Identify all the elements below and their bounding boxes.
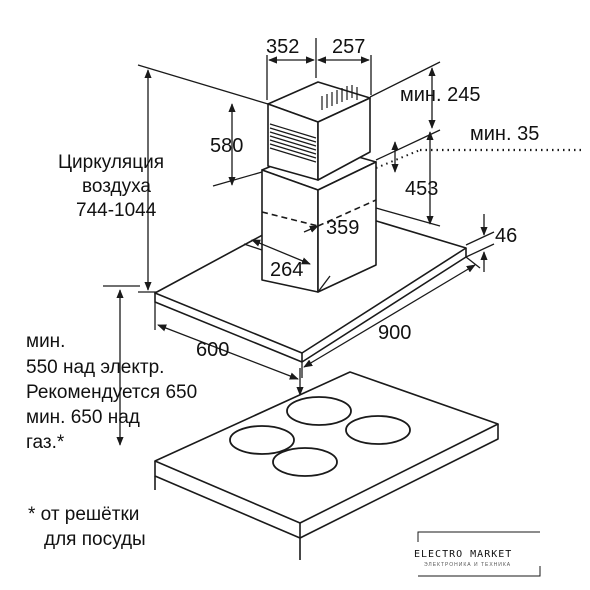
clearance-line-2: 550 над электр. <box>26 357 164 378</box>
dimension-580 <box>212 103 263 187</box>
dim-min35-label: мин. 35 <box>470 123 539 145</box>
footnote-line-2: для посуды <box>44 529 146 550</box>
vent-grille-right <box>321 85 358 110</box>
footnote: * от решётки для посуды <box>28 504 146 550</box>
dim-352-label: 352 <box>266 36 299 58</box>
dimension-900 <box>301 256 481 378</box>
burners <box>229 396 411 477</box>
dim-900-label: 900 <box>378 322 411 344</box>
circulation-line-1: Циркуляция <box>58 152 164 173</box>
dimension-46 <box>465 214 495 272</box>
dimension-257 <box>317 55 372 95</box>
dim-257-label: 257 <box>332 36 365 58</box>
circulation-line-2: воздуха <box>82 176 151 197</box>
electro-market-logo: ELECTRO MARKET ЭЛЕКТРОНИКА И ТЕХНИКА <box>414 531 541 577</box>
burner-left <box>229 425 295 455</box>
dimension-453 <box>375 131 441 227</box>
clearance-line-4: мин. 650 над <box>26 407 140 428</box>
circulation-line-3: 744-1044 <box>76 200 157 221</box>
clearance-line-5: газ.* <box>26 432 65 453</box>
clearance-line-1: мин. <box>26 331 65 352</box>
dim-580-label: 580 <box>210 135 243 157</box>
cooktop <box>154 371 499 560</box>
clearance-note: мин. 550 над электр. Рекомендуется 650 м… <box>26 331 197 453</box>
dimension-clearance <box>103 285 304 446</box>
chimney-upper <box>267 81 371 181</box>
burner-front <box>272 447 338 477</box>
dimension-min35 <box>375 141 585 173</box>
chimney-lower <box>261 145 377 293</box>
dim-46-label: 46 <box>495 225 517 247</box>
logo-name: ELECTRO MARKET <box>414 549 512 560</box>
dim-359-label: 359 <box>326 217 359 239</box>
dimension-352 <box>266 38 317 100</box>
dim-600-label: 600 <box>196 339 229 361</box>
dim-min245-label: мин. 245 <box>400 84 480 106</box>
footnote-line-1: * от решётки <box>28 504 139 525</box>
burner-right <box>345 415 411 445</box>
dim-264-label: 264 <box>270 259 303 281</box>
clearance-line-3: Рекомендуется 650 <box>26 382 197 403</box>
burner-back <box>286 396 352 426</box>
dimension-600 <box>154 302 299 380</box>
dim-453-label: 453 <box>405 178 438 200</box>
vent-grille-left <box>269 123 317 163</box>
dimension-circulation <box>137 64 269 293</box>
dimension-359 <box>303 225 319 233</box>
logo-tagline: ЭЛЕКТРОНИКА И ТЕХНИКА <box>424 562 511 568</box>
air-circulation-note: Циркуляция воздуха 744-1044 <box>58 152 164 221</box>
